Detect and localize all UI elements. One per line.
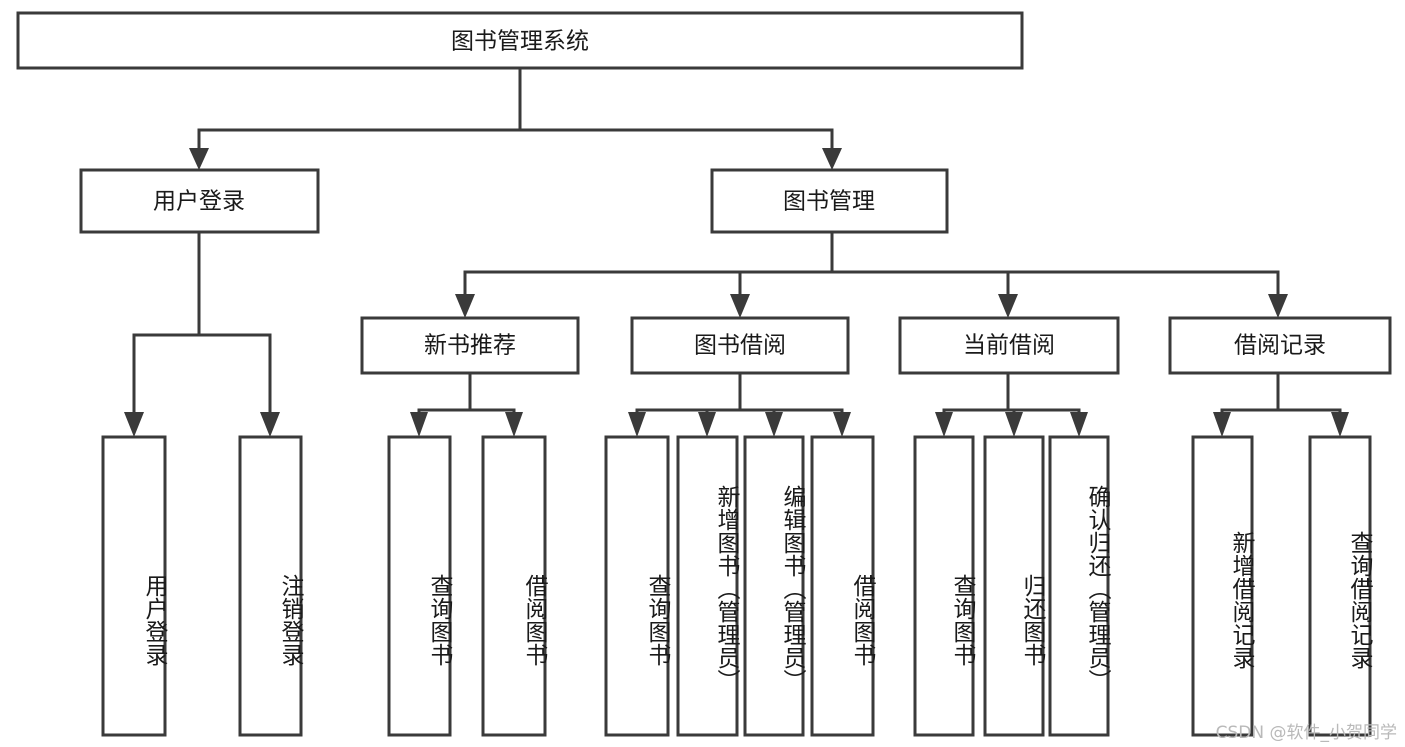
leaf-current-borrow-1-box[interactable] [913,435,975,737]
arrowhead-current [998,294,1018,318]
leaf-book-borrow-4-box[interactable] [810,435,875,737]
csdn-watermark: CSDN @软件_小贺同学 [1215,723,1397,743]
leaf-new-book-1-box[interactable] [387,435,452,737]
node-boxes [16,11,1392,737]
node-new-book-recommend-label: 新书推荐 [424,333,516,359]
leaf-book-borrow-2-box[interactable] [676,435,739,737]
node-new-book-recommend-box[interactable] [360,316,580,375]
leaf-book-borrow-1-box[interactable] [604,435,670,737]
node-user-login-label: 用户登录 [153,189,245,215]
node-labels: 图书管理系统 用户登录 图书管理 新书推荐 图书借阅 当前借阅 借阅记录 [153,29,1326,359]
node-current-borrow-box[interactable] [898,316,1120,375]
arrowhead-leaf-current-3 [1070,412,1088,437]
arrowhead-leaf-record-1 [1213,412,1231,437]
arrowhead-leaf-user-login-2 [260,412,280,437]
leaf-borrow-record-1-box[interactable] [1191,435,1254,737]
node-book-borrow-label: 图书借阅 [694,333,786,359]
arrowhead-user-login [189,148,209,170]
node-borrow-record-box[interactable] [1168,316,1392,375]
arrowhead-borrow [730,294,750,318]
arrowhead-leaf-newbook-1 [410,412,428,437]
arrowhead-record [1268,294,1288,318]
arrowhead-leaf-borrow-1 [628,412,646,437]
arrowhead-leaf-borrow-3 [765,412,783,437]
leaf-borrow-record-2-box[interactable] [1308,435,1372,737]
leaf-user-login-1-box[interactable] [101,435,167,737]
node-book-borrow-box[interactable] [630,316,850,375]
arrowhead-leaf-current-2 [1005,412,1023,437]
leaf-current-borrow-2-box[interactable] [983,435,1045,737]
arrowhead-leaf-newbook-2 [505,412,523,437]
arrowhead-leaf-borrow-4 [833,412,851,437]
node-root-label: 图书管理系统 [451,29,589,55]
arrowhead-newbook [455,294,475,318]
node-book-management-label: 图书管理 [783,189,875,215]
arrowhead-leaf-current-1 [935,412,953,437]
arrowhead-leaf-user-login-1 [124,412,144,437]
node-user-login-box[interactable] [79,168,320,234]
leaf-current-borrow-3-box[interactable] [1048,435,1110,737]
arrowhead-leaf-record-2 [1331,412,1349,437]
arrow-heads [124,148,1349,437]
arrowhead-book-mgmt [822,148,842,170]
node-book-management-box[interactable] [710,168,949,234]
leaf-book-borrow-3-box[interactable] [743,435,805,737]
leaf-new-book-2-box[interactable] [481,435,547,737]
arrowhead-leaf-borrow-2 [698,412,716,437]
node-root-box[interactable] [16,11,1024,70]
leaf-user-login-2-box[interactable] [238,435,303,737]
node-borrow-record-label: 借阅记录 [1234,333,1326,359]
node-current-borrow-label: 当前借阅 [963,333,1055,359]
